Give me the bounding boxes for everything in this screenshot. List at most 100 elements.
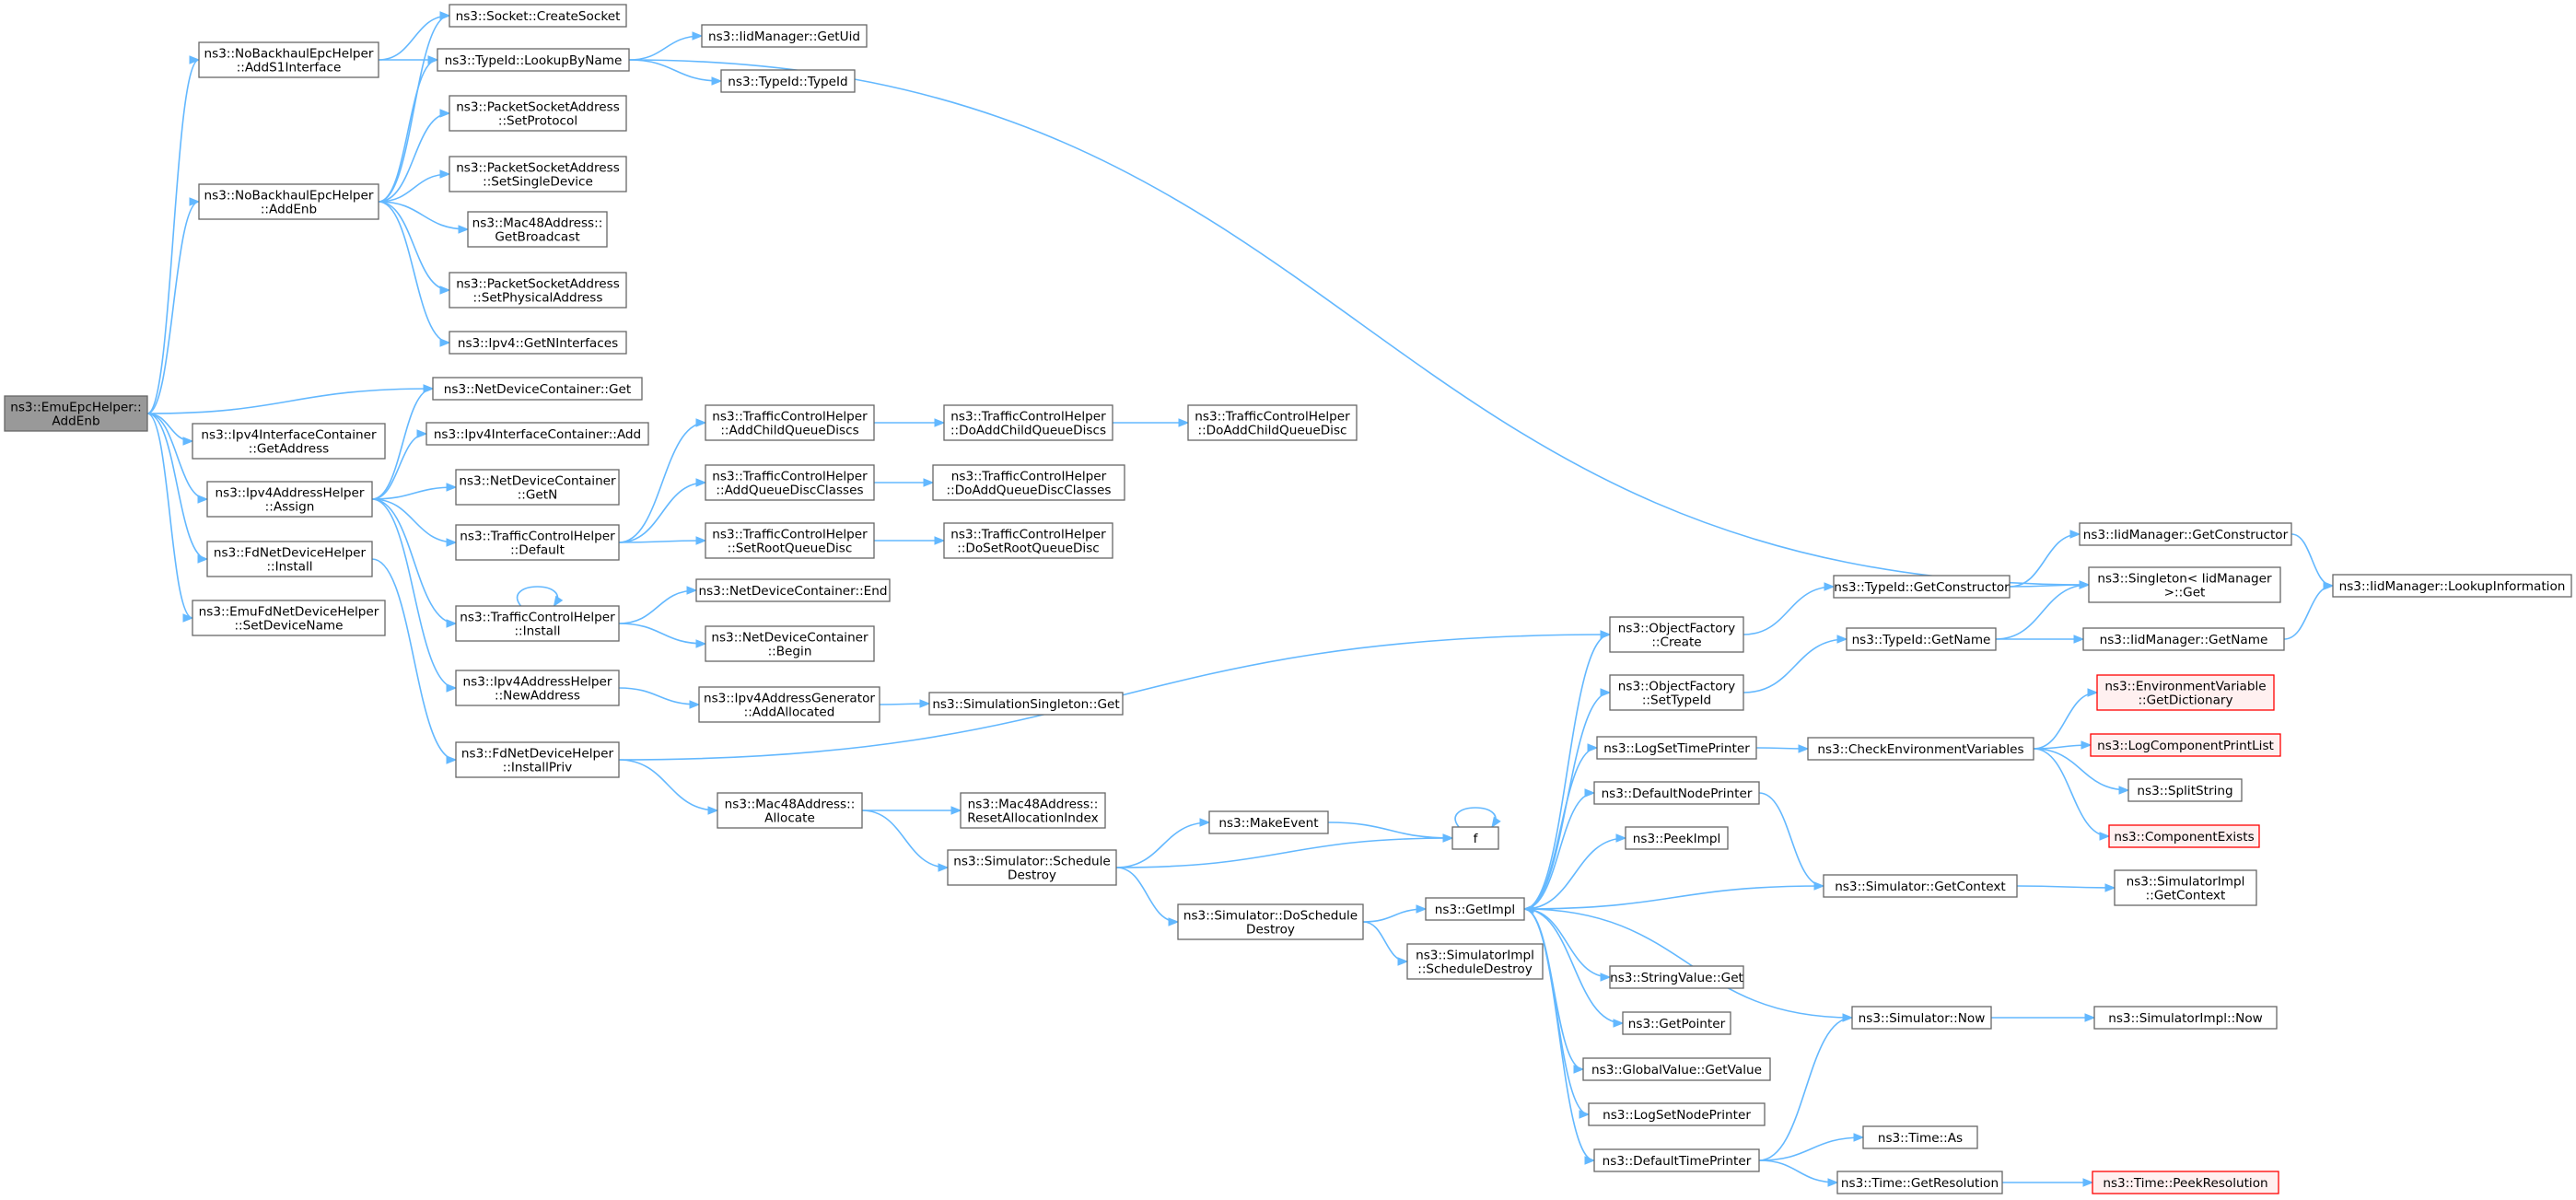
- edge-tch-setroot-to-tch-dosetroot: [874, 536, 946, 545]
- node-psa-setproto[interactable]: ns3::PacketSocketAddress::SetProtocol: [449, 95, 627, 132]
- node-logsetnode[interactable]: ns3::LogSetNodePrinter: [1588, 1102, 1766, 1126]
- node-gv-getvalue[interactable]: ns3::GlobalValue::GetValue: [1582, 1057, 1771, 1081]
- node-sock-create[interactable]: ns3::Socket::CreateSocket: [449, 4, 627, 28]
- node-typeid-lookup[interactable]: ns3::TypeId::LookupByName: [437, 48, 630, 72]
- node-iidm-getuid[interactable]: ns3::IidManager::GetUid: [701, 24, 868, 48]
- edge-line: [2290, 533, 2334, 587]
- node-label: ns3::ComponentExists: [2114, 830, 2254, 845]
- node-logsettime[interactable]: ns3::LogSetTimePrinter: [1596, 736, 1757, 760]
- node-mac48-alloc[interactable]: ns3::Mac48Address::Allocate: [717, 792, 863, 829]
- node-typeid-getctor[interactable]: ns3::TypeId::GetConstructor: [1833, 575, 2011, 599]
- edge-arrow: [1442, 833, 1454, 843]
- node-box: [449, 4, 627, 28]
- node-ipv4ic-add[interactable]: ns3::Ipv4InterfaceContainer::Add: [425, 422, 649, 446]
- edge-nobh-enb-to-psa-setsingle: [378, 169, 451, 203]
- node-splitstring[interactable]: ns3::SplitString: [2127, 778, 2243, 802]
- node-label: ns3::Ipv4AddressHelper: [216, 486, 365, 501]
- node-ipv4ic-getaddr[interactable]: ns3::Ipv4InterfaceContainer::GetAddress: [192, 423, 386, 460]
- node-ndc-getn[interactable]: ns3::NetDeviceContainer::GetN: [455, 469, 620, 506]
- edge-line: [628, 59, 722, 82]
- edge-sim-schedule-to-f: [1115, 833, 1454, 868]
- node-psa-setphys[interactable]: ns3::PacketSocketAddress::SetPhysicalAdd…: [449, 272, 627, 309]
- node-tch-doaddchilds[interactable]: ns3::TrafficControlHelper::DoAddChildQue…: [943, 404, 1113, 441]
- node-compexists[interactable]: ns3::ComponentExists: [2108, 824, 2260, 848]
- edges-layer: [146, 11, 2335, 1187]
- node-fdnet-installpriv[interactable]: ns3::FdNetDeviceHelper::InstallPriv: [455, 741, 620, 778]
- node-nobh-s1[interactable]: ns3::NoBackhaulEpcHelper::AddS1Interface: [198, 41, 379, 78]
- node-mac48-resetalloc[interactable]: ns3::Mac48Address::ResetAllocationIndex: [960, 792, 1106, 829]
- node-time-as[interactable]: ns3::Time::As: [1862, 1125, 1978, 1149]
- node-tch-doaddqdc[interactable]: ns3::TrafficControlHelper::DoAddQueueDis…: [932, 464, 1125, 501]
- node-sim-now[interactable]: ns3::Simulator::Now: [1851, 1006, 1992, 1030]
- node-time-peekres[interactable]: ns3::Time::PeekResolution: [2092, 1171, 2279, 1194]
- node-ipv4ah-newaddr[interactable]: ns3::Ipv4AddressHelper::NewAddress: [455, 670, 620, 706]
- node-logcomp-printlist[interactable]: ns3::LogComponentPrintList: [2090, 733, 2281, 757]
- node-box: [1425, 897, 1525, 921]
- edge-arrow: [423, 384, 435, 393]
- node-makeevent[interactable]: ns3::MakeEvent: [1208, 810, 1329, 834]
- node-iidm-getctor[interactable]: ns3::IidManager::GetConstructor: [2079, 522, 2292, 546]
- node-sim-getctx[interactable]: ns3::Simulator::GetContext: [1823, 874, 2018, 898]
- node-ndc-end[interactable]: ns3::NetDeviceContainer::End: [695, 578, 891, 602]
- node-box: [2127, 778, 2243, 802]
- node-sim-schedule[interactable]: ns3::Simulator::ScheduleDestroy: [947, 849, 1117, 886]
- node-checkenv[interactable]: ns3::CheckEnvironmentVariables: [1807, 737, 2034, 761]
- node-ipv4ah-assign[interactable]: ns3::Ipv4AddressHelper::Assign: [206, 481, 373, 518]
- node-label: ::SetDeviceName: [234, 619, 343, 634]
- node-f[interactable]: f: [1451, 826, 1499, 850]
- node-root[interactable]: ns3::EmuEpcHelper::AddEnb: [4, 395, 148, 432]
- node-strval-get[interactable]: ns3::StringValue::Get: [1609, 965, 1744, 989]
- node-peekimpl[interactable]: ns3::PeekImpl: [1625, 826, 1729, 850]
- node-defnodeprinter[interactable]: ns3::DefaultNodePrinter: [1593, 781, 1760, 805]
- node-nobh-enb[interactable]: ns3::NoBackhaulEpcHelper::AddEnb: [198, 183, 379, 220]
- node-ipv4ag-addalloc[interactable]: ns3::Ipv4AddressGenerator::AddAllocated: [698, 686, 880, 723]
- edge-arrow: [689, 700, 701, 709]
- node-of-create[interactable]: ns3::ObjectFactory::Create: [1609, 616, 1744, 653]
- node-tch-setroot[interactable]: ns3::TrafficControlHelper::SetRootQueueD…: [705, 522, 875, 559]
- node-of-settypeid[interactable]: ns3::ObjectFactory::SetTypeId: [1609, 674, 1744, 711]
- node-label: ns3::Time::GetResolution: [1841, 1176, 1999, 1191]
- edge-line: [1523, 747, 1598, 910]
- node-box: [455, 741, 620, 778]
- node-box: [455, 469, 620, 506]
- node-simsingleton-get[interactable]: ns3::SimulationSingleton::Get: [928, 692, 1124, 716]
- node-typeid-typeid[interactable]: ns3::TypeId::TypeId: [720, 69, 856, 93]
- node-label: ns3::TrafficControlHelper: [712, 528, 868, 542]
- node-getpointer[interactable]: ns3::GetPointer: [1622, 1011, 1731, 1035]
- node-ipv4-getn[interactable]: ns3::Ipv4::GetNInterfaces: [449, 331, 627, 355]
- node-ndc-begin[interactable]: ns3::NetDeviceContainer::Begin: [705, 625, 875, 662]
- node-tch-addqdc[interactable]: ns3::TrafficControlHelper::AddQueueDiscC…: [705, 464, 875, 501]
- edge-fdnet-installpriv-to-mac48-alloc: [618, 759, 719, 815]
- node-time-getres[interactable]: ns3::Time::GetResolution: [1836, 1171, 2003, 1194]
- node-typeid-getname[interactable]: ns3::TypeId::GetName: [1846, 627, 1997, 651]
- node-simimpl-sched[interactable]: ns3::SimulatorImpl::ScheduleDestroy: [1406, 943, 1544, 980]
- node-label: ns3::EmuFdNetDeviceHelper: [199, 605, 379, 620]
- node-getimpl[interactable]: ns3::GetImpl: [1425, 897, 1525, 921]
- node-mac48-bcast[interactable]: ns3::Mac48Address::GetBroadcast: [467, 211, 608, 248]
- node-singleton-get[interactable]: ns3::Singleton< IidManager >::Get: [2088, 566, 2281, 603]
- node-iidm-lookupinfo[interactable]: ns3::IidManager::LookupInformation: [2332, 574, 2572, 598]
- node-envvar-getdict[interactable]: ns3::EnvironmentVariable::GetDictionary: [2096, 674, 2275, 711]
- node-tch-install[interactable]: ns3::TrafficControlHelper::Install: [455, 605, 620, 642]
- node-tch-addchild[interactable]: ns3::TrafficControlHelper::AddChildQueue…: [705, 404, 875, 441]
- node-fdnet-install[interactable]: ns3::FdNetDeviceHelper::Install: [206, 541, 373, 577]
- edge-typeid-getname-to-iidm-getname: [1995, 635, 2085, 644]
- node-ndc-get[interactable]: ns3::NetDeviceContainer::Get: [432, 377, 643, 401]
- node-tch-doaddchild[interactable]: ns3::TrafficControlHelper::DoAddChildQue…: [1187, 404, 1358, 441]
- node-iidm-getname[interactable]: ns3::IidManager::GetName: [2082, 627, 2285, 651]
- node-deftimeprinter[interactable]: ns3::DefaultTimePrinter: [1593, 1148, 1760, 1172]
- edge-sim-now-to-simimpl-now: [1990, 1013, 2096, 1022]
- node-box: [206, 481, 373, 518]
- node-simimpl-getctx[interactable]: ns3::SimulatorImpl::GetContext: [2114, 869, 2257, 906]
- node-emufd-setdev[interactable]: ns3::EmuFdNetDeviceHelper::SetDeviceName: [192, 600, 386, 636]
- node-simimpl-now[interactable]: ns3::SimulatorImpl::Now: [2093, 1006, 2278, 1030]
- edge-line: [146, 201, 200, 414]
- edge-tch-addqdc-to-tch-doaddqdc: [874, 478, 935, 487]
- node-psa-setsingle[interactable]: ns3::PacketSocketAddress::SetSingleDevic…: [449, 156, 627, 192]
- edge-nobh-enb-to-ipv4-getn: [378, 201, 451, 347]
- node-tch-default[interactable]: ns3::TrafficControlHelper::Default: [455, 524, 620, 561]
- node-tch-dosetroot[interactable]: ns3::TrafficControlHelper::DoSetRootQueu…: [943, 522, 1113, 559]
- node-label: ns3::SimulatorImpl: [2127, 875, 2245, 890]
- edge-getimpl-to-deftimeprinter: [1523, 908, 1596, 1165]
